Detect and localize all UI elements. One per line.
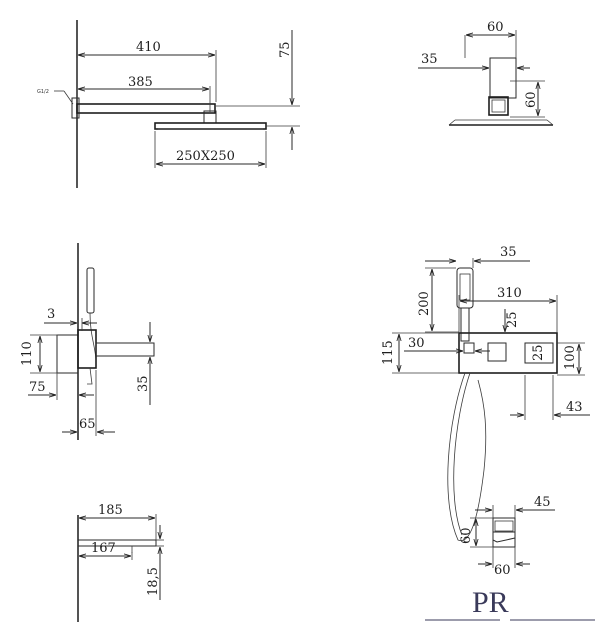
hose-loop — [447, 372, 487, 541]
dim-45: 45 — [534, 495, 551, 510]
view-mixer-front: 35 200 310 25 115 30 25 100 43 — [381, 245, 590, 541]
dim-115: 115 — [381, 340, 396, 365]
spout-body — [77, 539, 157, 547]
swivel-joint — [488, 96, 509, 116]
faceplate — [77, 329, 97, 369]
dim-18-5: 18,5 — [146, 567, 161, 596]
dim-65: 65 — [79, 417, 96, 432]
holder-cradle — [492, 531, 516, 543]
dim-110: 110 — [20, 341, 35, 366]
dim-60-top: 60 — [487, 20, 504, 35]
view-holder-detail: 45 60 60 — [459, 495, 555, 578]
dim-35: 35 — [421, 52, 438, 67]
dim-167: 167 — [91, 541, 116, 556]
dim-310: 310 — [497, 286, 522, 301]
dim-60-side: 60 — [459, 527, 474, 544]
hand-shower — [86, 267, 95, 314]
dim-43: 43 — [566, 400, 583, 415]
dim-25-inner: 25 — [531, 344, 546, 361]
dim-185: 185 — [98, 503, 123, 518]
view-spout-side: 185 167 18,5 — [77, 503, 164, 622]
logo-text: PR — [472, 586, 509, 619]
lever — [87, 367, 93, 385]
diverter — [487, 342, 507, 362]
dim-410: 410 — [136, 40, 161, 55]
dim-60-side: 60 — [524, 91, 539, 108]
wall-flange — [71, 97, 80, 119]
dim-75: 75 — [278, 41, 293, 58]
dim-30: 30 — [408, 336, 425, 351]
dim-35: 35 — [136, 375, 151, 392]
view-head-detail: 60 35 60 — [418, 20, 554, 126]
dim-200: 200 — [417, 291, 432, 316]
shower-head — [154, 122, 267, 130]
dim-385: 385 — [128, 75, 153, 90]
dim-75: 75 — [29, 380, 46, 395]
dim-100: 100 — [563, 345, 578, 370]
dim-3: 3 — [47, 307, 55, 322]
view-overhead-shower: 410 385 75 250X250 G1/2 — [37, 20, 300, 188]
thread-label: G1/2 — [37, 89, 49, 95]
outlet-port — [463, 342, 475, 354]
spout-side — [95, 342, 155, 357]
brand-logo: PR — [425, 586, 595, 621]
dim-60-bottom: 60 — [494, 563, 511, 578]
shower-arm — [76, 103, 216, 114]
spout-front — [524, 342, 554, 364]
ceiling-arm-block — [489, 57, 517, 99]
dim-35: 35 — [500, 245, 517, 260]
dim-25-top: 25 — [505, 311, 520, 328]
dim-250x250: 250X250 — [176, 149, 235, 164]
hose — [89, 312, 97, 361]
view-mixer-side: 3 110 75 35 65 — [20, 243, 155, 440]
holder — [460, 307, 470, 342]
valve-body — [56, 334, 79, 374]
